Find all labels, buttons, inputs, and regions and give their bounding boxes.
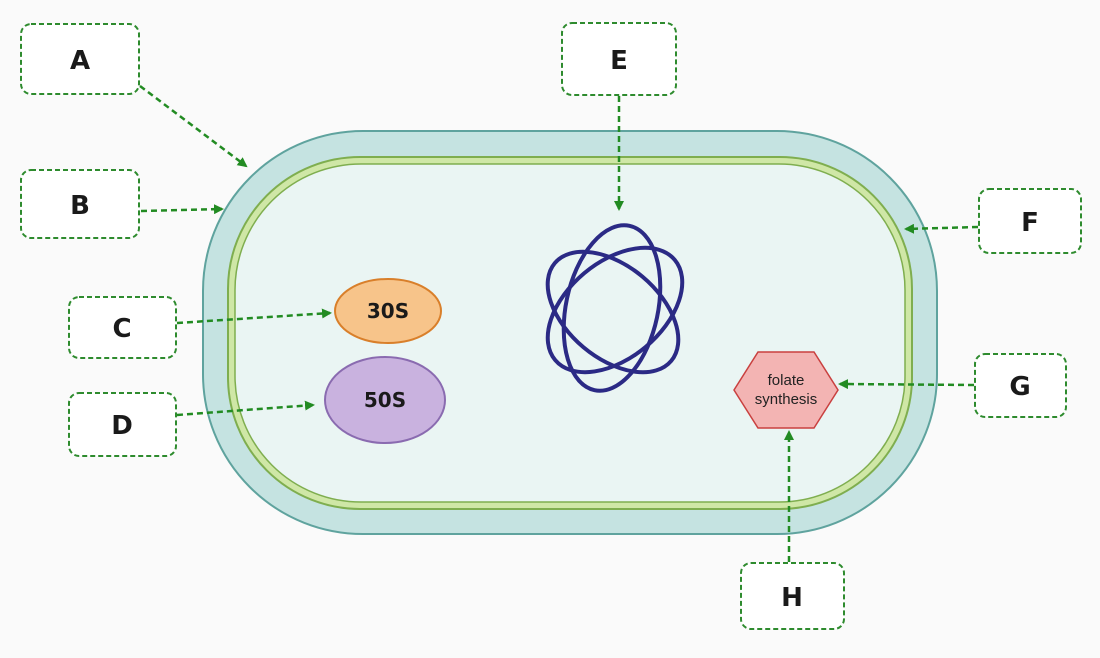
label-h: H bbox=[781, 583, 803, 613]
label-a: A bbox=[70, 46, 90, 76]
label-f: F bbox=[1021, 208, 1039, 238]
hexagon-label-line2: synthesis bbox=[755, 391, 818, 408]
label-box-h[interactable] bbox=[740, 562, 845, 630]
ribosome-30s-label: 30S bbox=[367, 299, 409, 323]
hexagon-icon bbox=[733, 351, 839, 429]
label-box-f[interactable] bbox=[978, 188, 1082, 254]
circular-dna-icon bbox=[545, 223, 685, 393]
label-box-c[interactable] bbox=[68, 296, 177, 359]
label-b: B bbox=[70, 191, 90, 221]
label-box-d[interactable] bbox=[68, 392, 177, 457]
arrow-c bbox=[176, 308, 332, 325]
label-e: E bbox=[610, 46, 628, 76]
arrow-b bbox=[140, 204, 224, 215]
label-g: G bbox=[1009, 372, 1030, 402]
label-arrows bbox=[139, 85, 979, 562]
arrow-g bbox=[838, 379, 975, 390]
ribosome-50s bbox=[324, 356, 446, 444]
arrow-a bbox=[139, 85, 248, 168]
arrow-d bbox=[176, 400, 315, 417]
label-d: D bbox=[111, 411, 133, 441]
label-boxes bbox=[20, 22, 1082, 630]
label-box-g[interactable] bbox=[974, 353, 1067, 418]
label-box-e[interactable] bbox=[561, 22, 677, 96]
label-c: C bbox=[112, 314, 131, 344]
hexagon-label-line1: folate bbox=[768, 372, 805, 389]
ribosome-50s-label: 50S bbox=[364, 388, 406, 412]
label-box-b[interactable] bbox=[20, 169, 140, 239]
ribosome-30s bbox=[334, 278, 442, 344]
arrow-f bbox=[904, 223, 979, 234]
label-box-a[interactable] bbox=[20, 23, 140, 95]
